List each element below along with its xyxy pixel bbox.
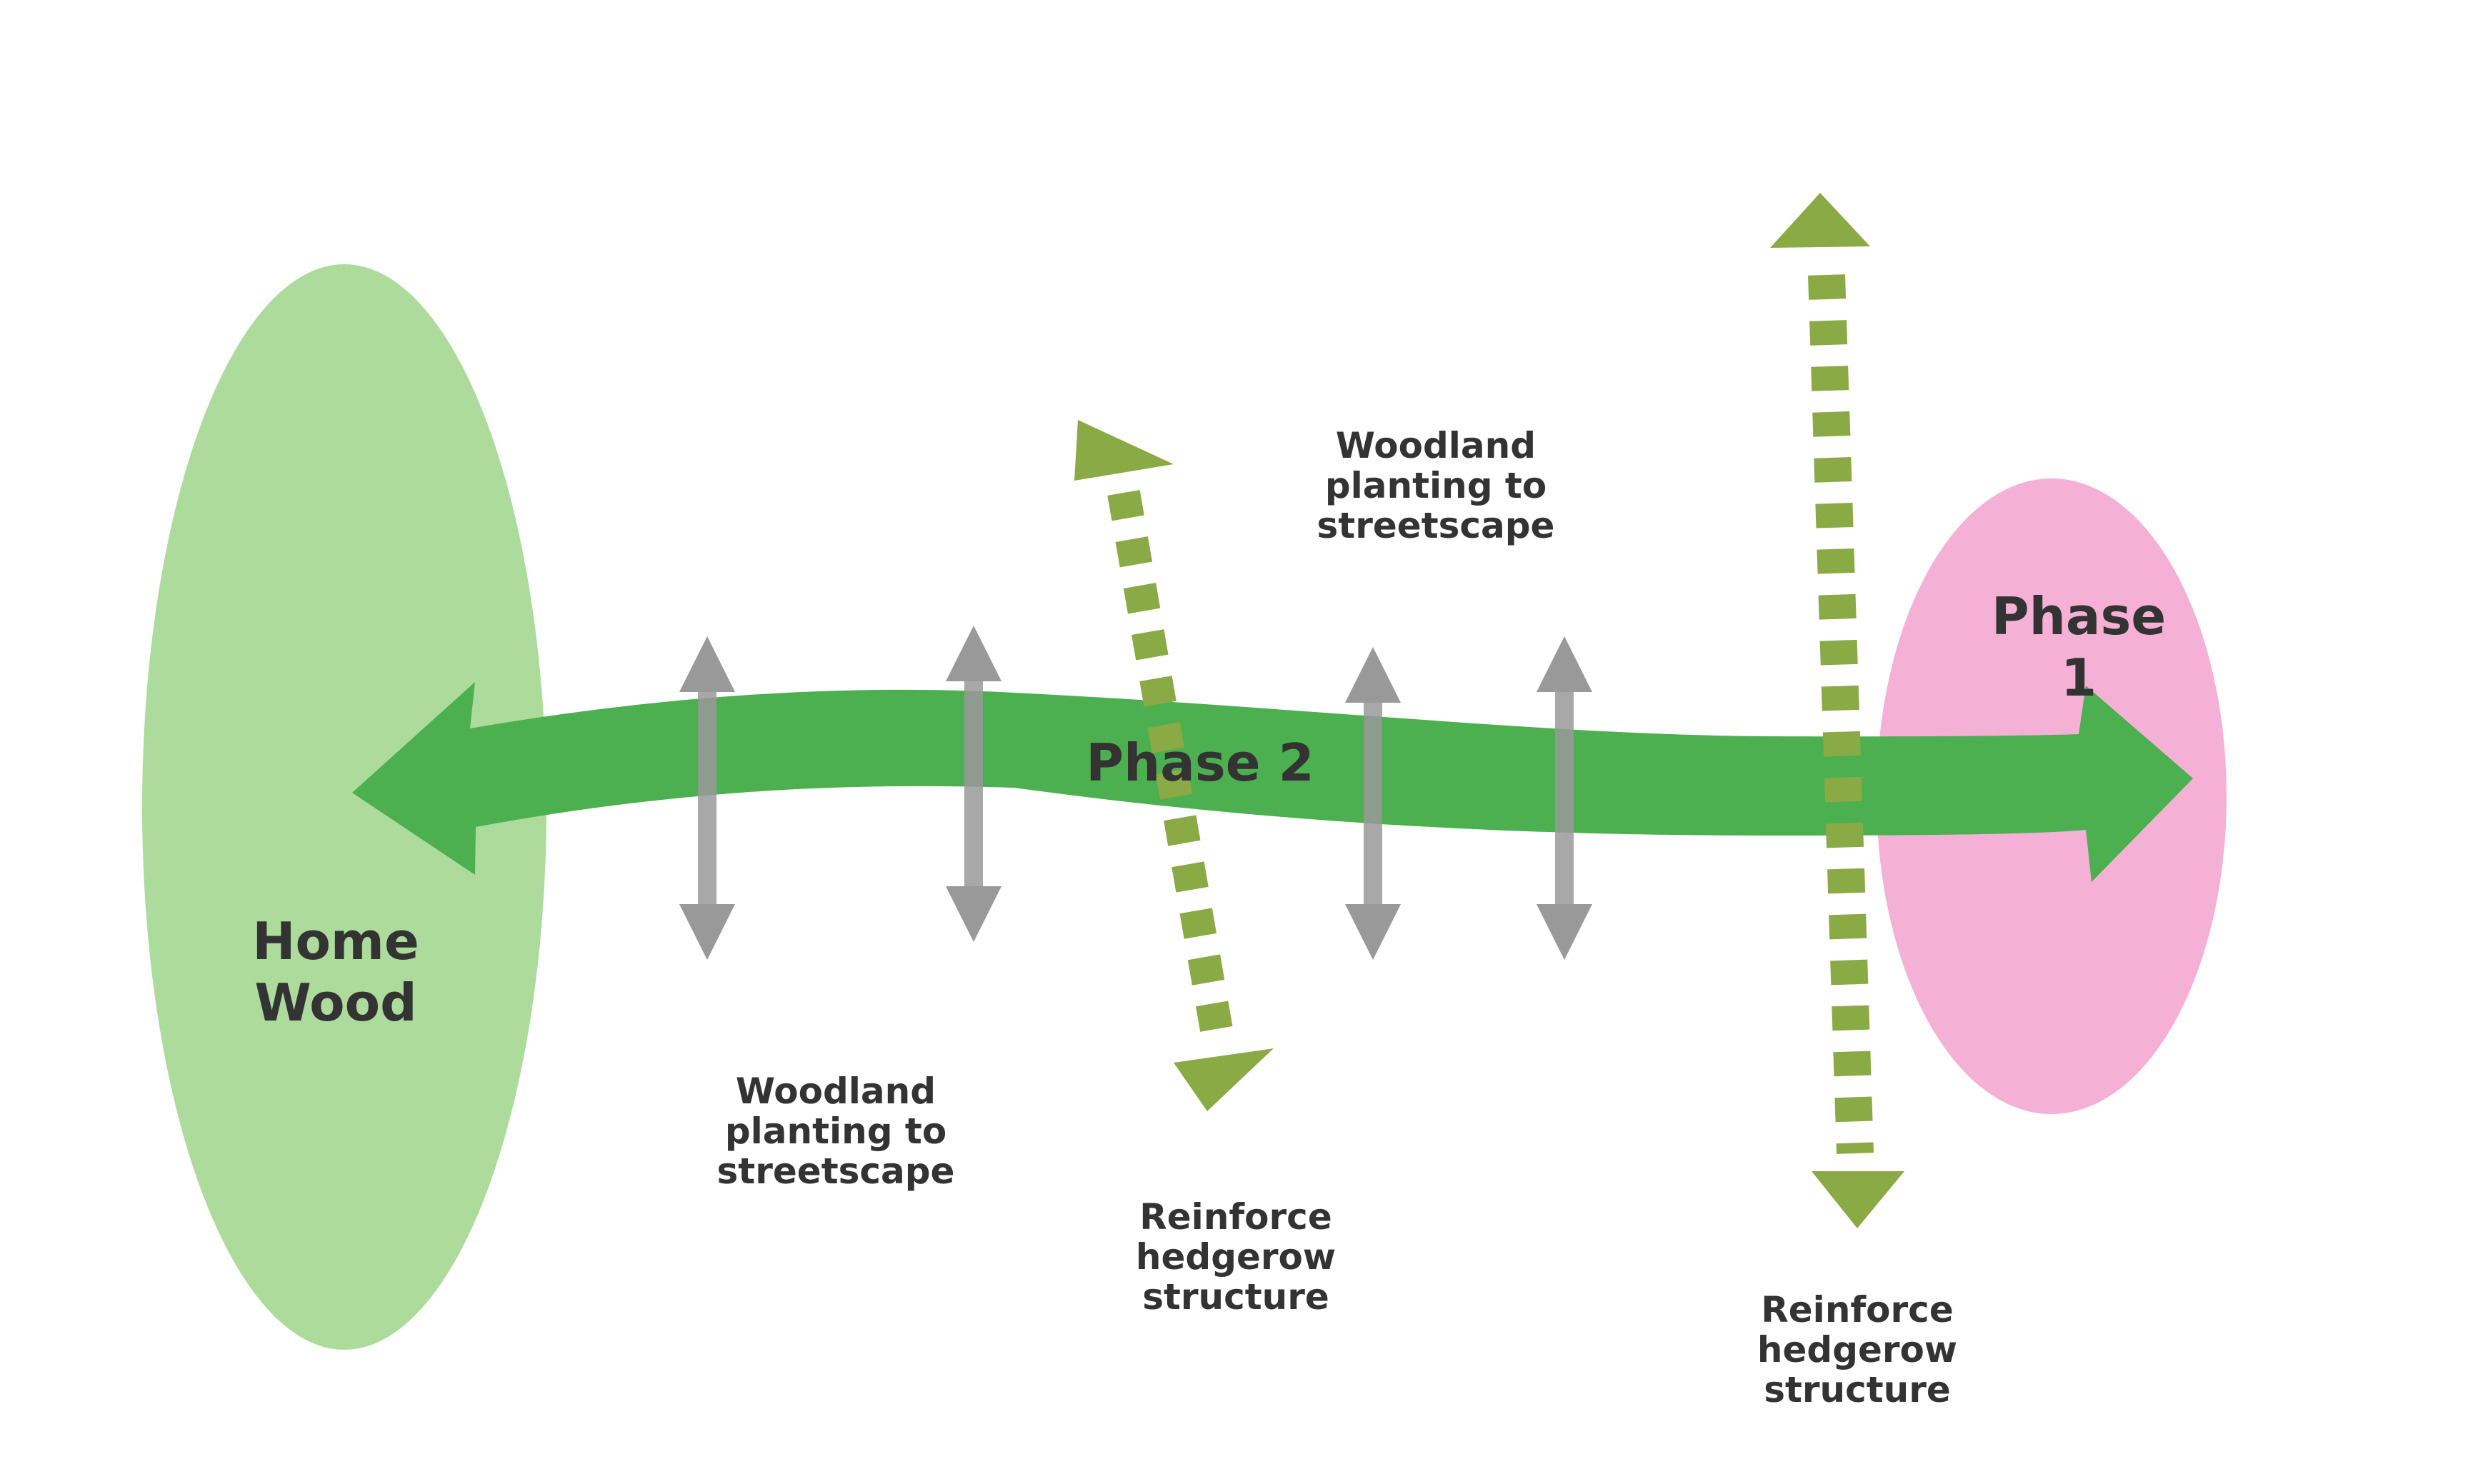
arrowhead: [1074, 420, 1174, 481]
arrowhead: [1770, 193, 1870, 248]
arrowhead: [1174, 1048, 1274, 1111]
woodland-note-top: Woodland planting to streetscape: [1317, 425, 1555, 546]
phase1-label: Phase 1: [1991, 586, 2167, 708]
hedgerow-note-right: Reinforce hedgerow structure: [1757, 1289, 1958, 1410]
home-wood-area: [142, 264, 546, 1350]
hedgerow-note-center: Reinforce hedgerow structure: [1135, 1196, 1337, 1318]
woodland-note-left: Woodland planting to streetscape: [716, 1071, 955, 1192]
arrowhead: [1812, 1171, 1904, 1228]
hedgerow-dashed-arrow-right: [1808, 274, 1874, 1154]
phase2-route-arrow: [352, 682, 2193, 882]
home-wood-label: Home Wood: [252, 911, 419, 1033]
phase2-label: Phase 2: [1086, 733, 1314, 793]
